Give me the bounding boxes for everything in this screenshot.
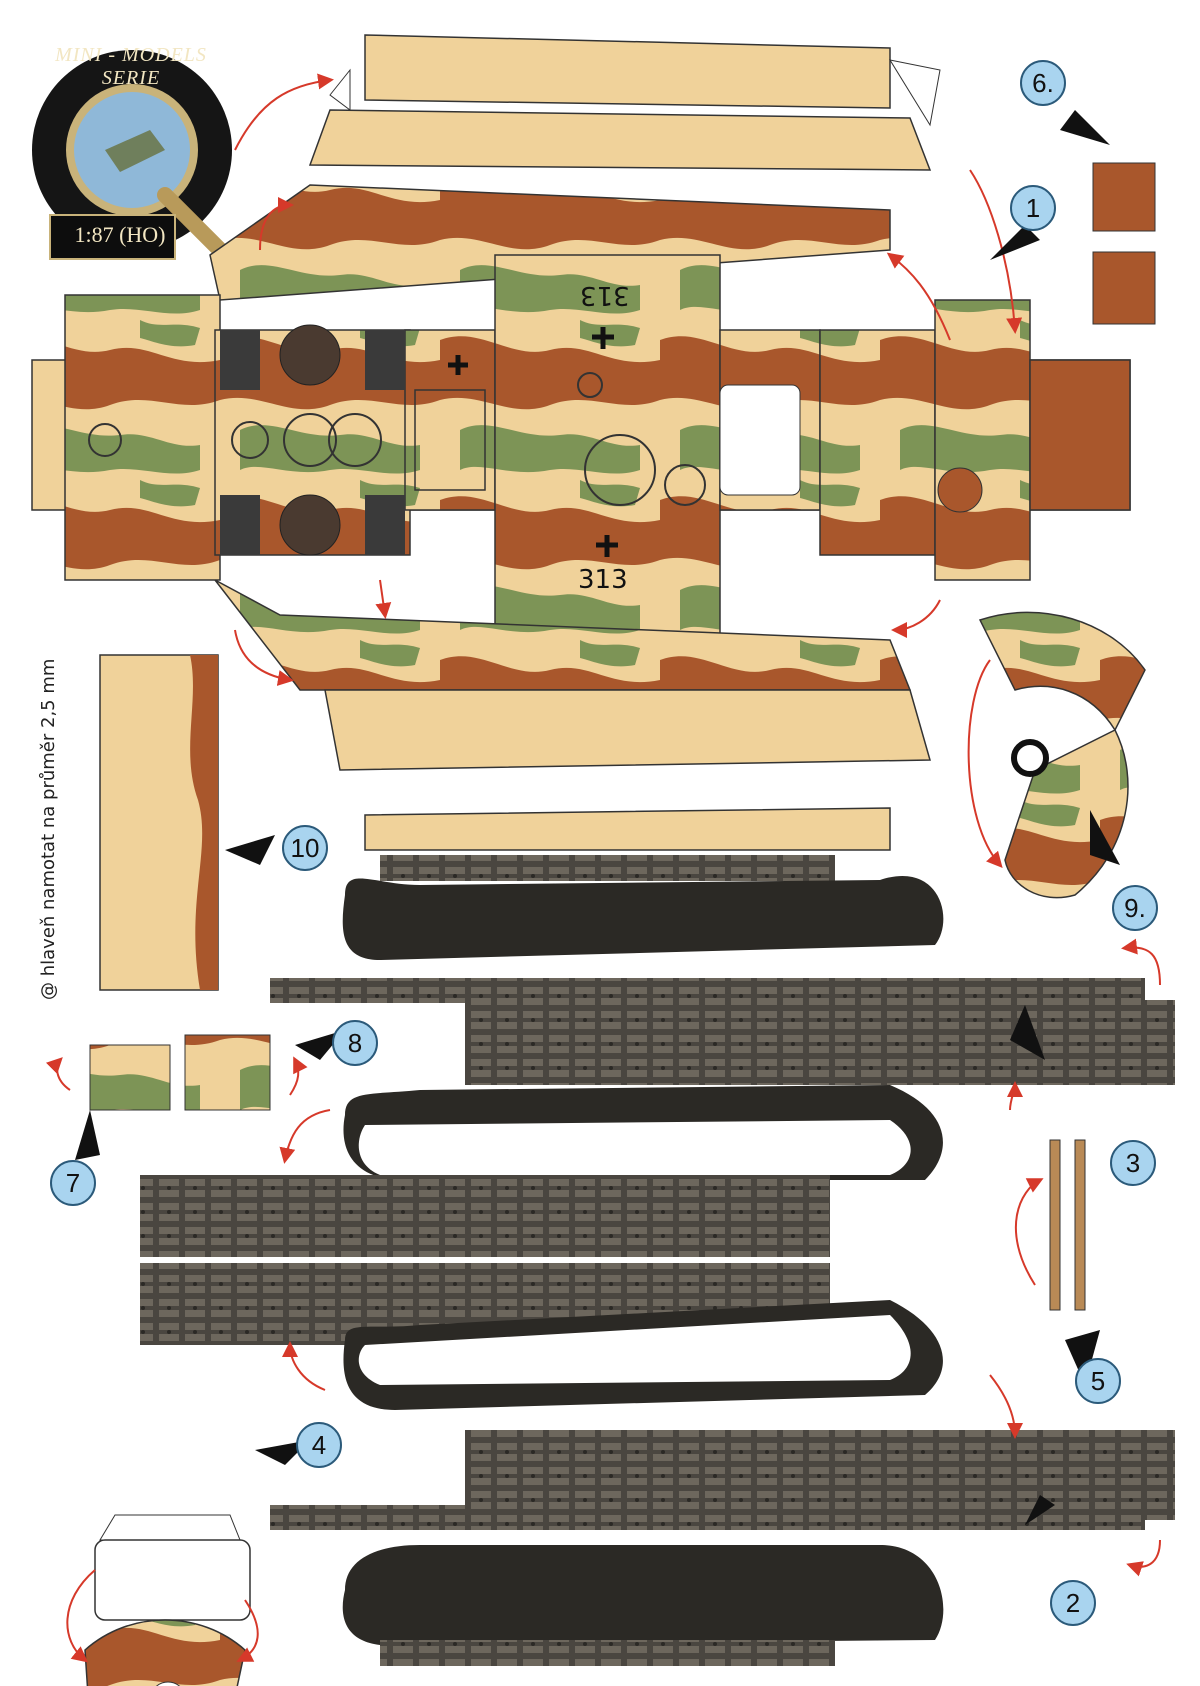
- part-10-barrel-strip: [99, 654, 219, 991]
- part-badge-4: 4: [296, 1422, 342, 1468]
- part-badge-1: 1: [1010, 185, 1056, 231]
- part-badge-3: 3: [1110, 1140, 1156, 1186]
- part-badge-10: 10: [282, 825, 328, 871]
- part-1-bottom-side-panel: [214, 579, 931, 851]
- barrel-winding-note: @ hlaveň namotat na průměr 2,5 mm: [38, 658, 59, 1000]
- part-badge-2: 2: [1050, 1580, 1096, 1626]
- logo-title: MINI - MODELS SERIE: [55, 44, 207, 89]
- part-badge-7: 7: [50, 1160, 96, 1206]
- part-1-top-side-panel: [209, 34, 941, 301]
- hull-body-net: [31, 254, 1131, 636]
- part-badge-5: 5: [1075, 1358, 1121, 1404]
- parts-7-8-boxes: [89, 1034, 271, 1111]
- hull-number-top: 313: [580, 280, 630, 310]
- part-4-turret: [84, 1514, 251, 1686]
- part-badge-6: 6.: [1020, 60, 1066, 106]
- logo-scale: 1:87 (HO): [74, 222, 166, 247]
- part-9-mantlet: [978, 611, 1146, 899]
- part-5-rods: [1049, 1139, 1086, 1311]
- part-badge-9: 9.: [1112, 885, 1158, 931]
- part-badge-8: 8: [332, 1020, 378, 1066]
- hull-number-bottom: 313: [578, 565, 628, 595]
- logo-emblem: [32, 50, 232, 260]
- track-assemblies: [140, 855, 1175, 1666]
- assembly-arrows: [45, 73, 1161, 1663]
- part-6-plates: [1092, 162, 1156, 325]
